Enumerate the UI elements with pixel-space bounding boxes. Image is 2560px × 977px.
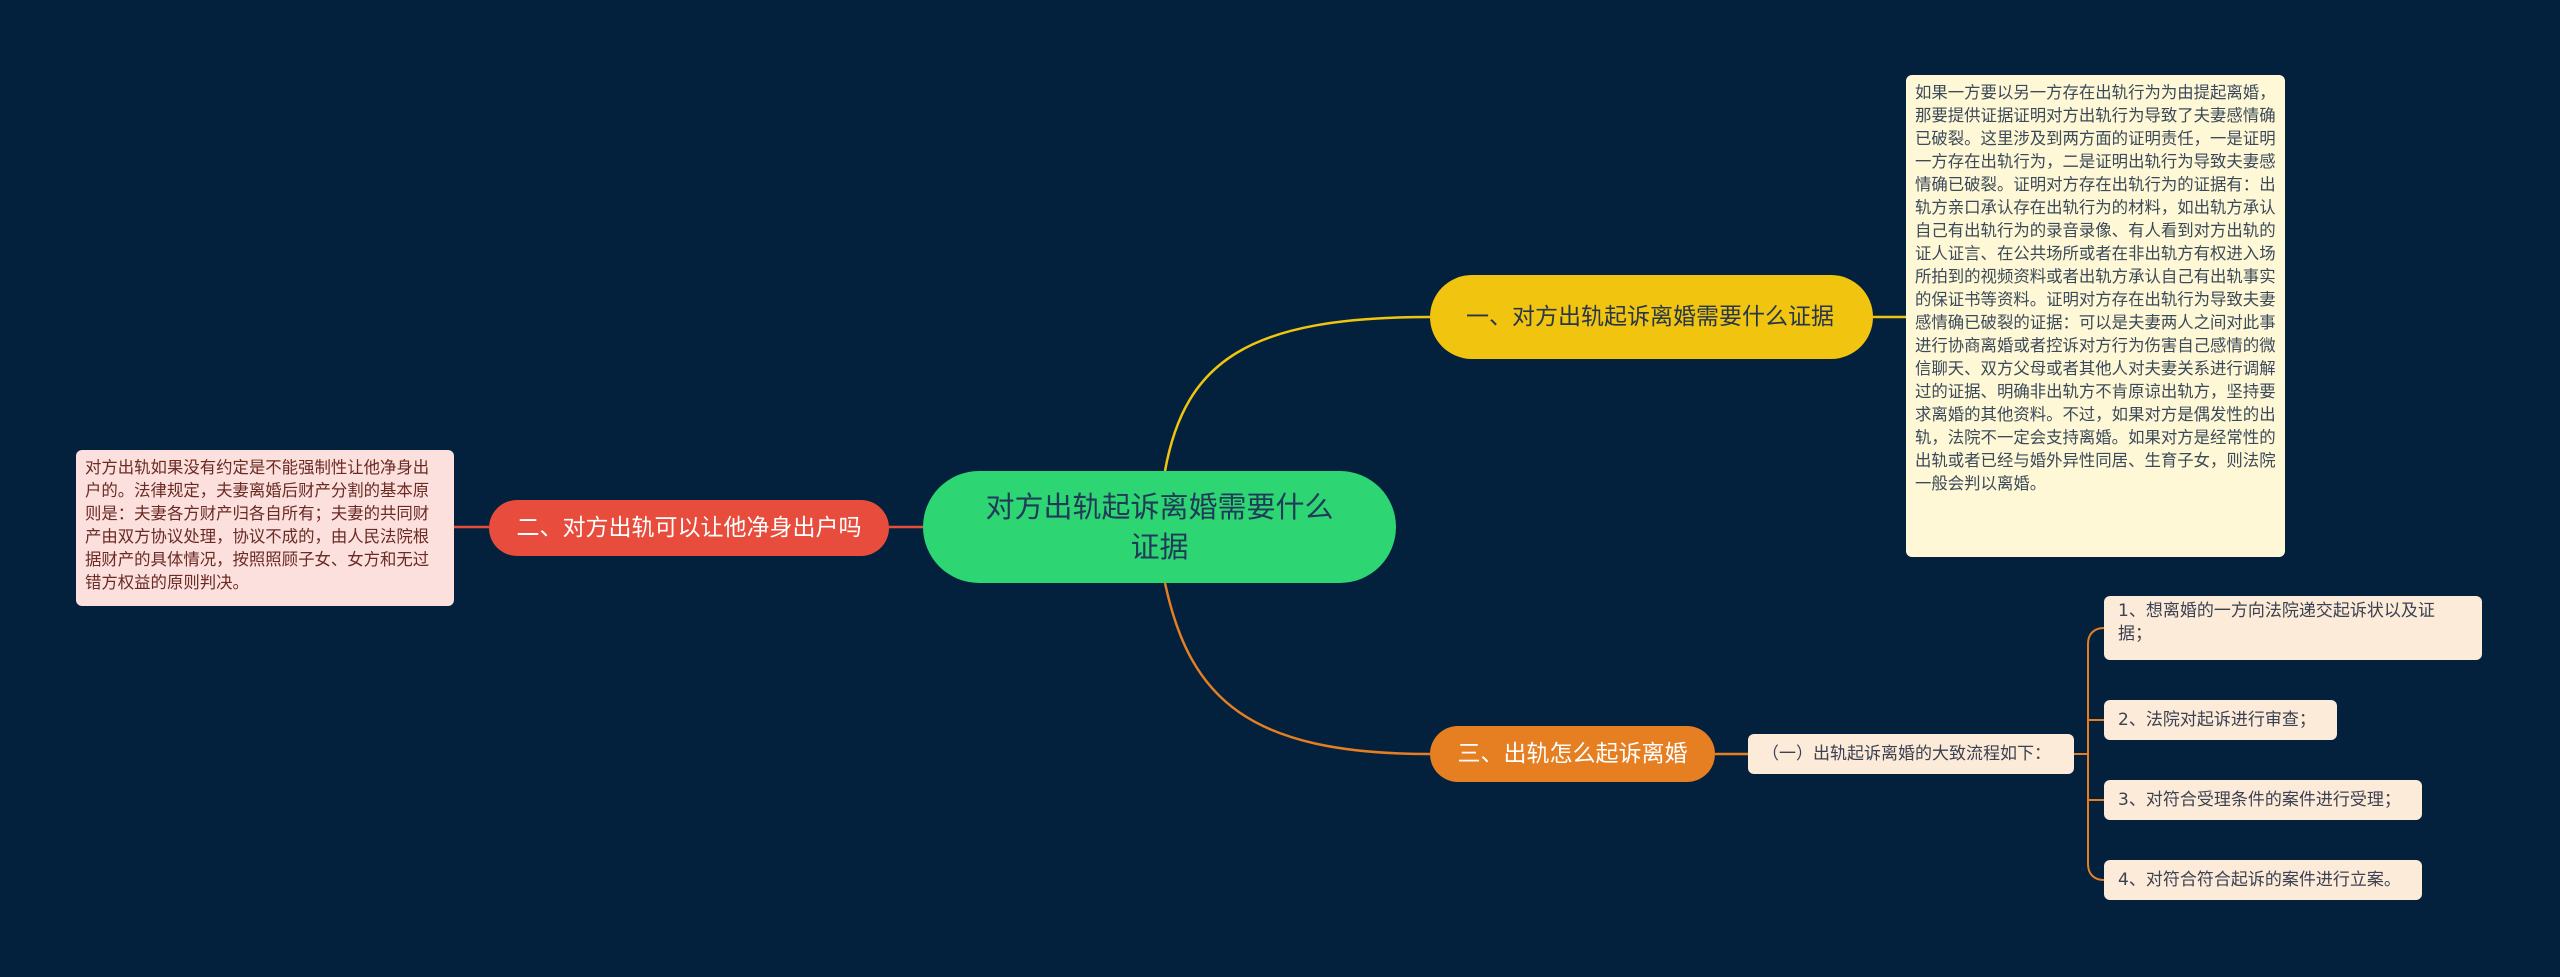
procedure-step[interactable]: 2、法院对起诉进行审查； [2104,700,2337,740]
branch-evidence[interactable]: 一、对方出轨起诉离婚需要什么证据 [1430,275,1873,359]
branch-property-label: 二、对方出轨可以让他净身出户吗 [516,514,862,541]
procedure-step-label: 1、想离婚的一方向法院递交起诉状以及证据； [2118,601,2435,644]
note-property-text: 对方出轨如果没有约定是不能强制性让他净身出户的。法律规定，夫妻离婚后财产分割的基… [85,458,430,592]
procedure-overview[interactable]: （一）出轨起诉离婚的大致流程如下： [1748,734,2074,774]
center-topic-label: 对方出轨起诉离婚需要什么证据 [985,490,1334,564]
procedure-overview-label: （一）出轨起诉离婚的大致流程如下： [1762,743,2051,764]
link-center-branch3 [1163,582,1431,756]
link-center-branch1 [1163,315,1431,472]
procedure-step-label: 3、对符合受理条件的案件进行受理； [2118,789,2401,810]
branch-evidence-label: 一、对方出轨起诉离婚需要什么证据 [1466,303,1834,330]
branch-procedure-label: 三、出轨怎么起诉离婚 [1457,740,1688,767]
procedure-step-label: 2、法院对起诉进行审查； [2118,709,2316,730]
center-topic[interactable]: 对方出轨起诉离婚需要什么证据 [923,471,1396,583]
branch-property[interactable]: 二、对方出轨可以让他净身出户吗 [489,500,889,556]
procedure-step[interactable]: 3、对符合受理条件的案件进行受理； [2104,780,2422,820]
procedure-step[interactable]: 4、对符合符合起诉的案件进行立案。 [2104,860,2422,900]
procedure-step-label: 4、对符合符合起诉的案件进行立案。 [2118,869,2401,890]
note-property: 对方出轨如果没有约定是不能强制性让他净身出户的。法律规定，夫妻离婚后财产分割的基… [76,450,454,606]
steps-bracket [2087,627,2105,881]
branch-procedure[interactable]: 三、出轨怎么起诉离婚 [1430,726,1715,782]
note-evidence: 如果一方要以另一方存在出轨行为为由提起离婚，那要提供证据证明对方出轨行为导致了夫… [1906,75,2285,557]
note-evidence-text: 如果一方要以另一方存在出轨行为为由提起离婚，那要提供证据证明对方出轨行为导致了夫… [1915,83,2276,493]
procedure-step[interactable]: 1、想离婚的一方向法院递交起诉状以及证据； [2104,596,2482,660]
